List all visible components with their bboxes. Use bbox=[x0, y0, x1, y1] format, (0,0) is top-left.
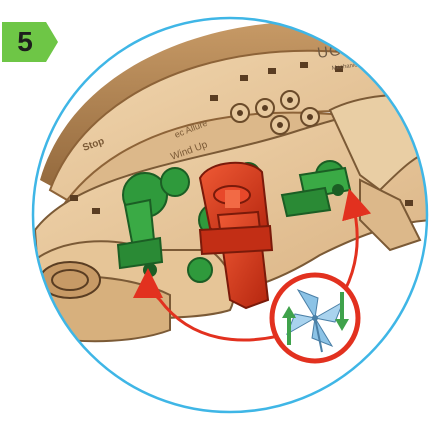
pinwheel-callout bbox=[272, 275, 358, 361]
step-badge: 5 bbox=[2, 22, 58, 62]
step-number: 5 bbox=[2, 22, 48, 62]
brand-name: UGEARS bbox=[316, 35, 387, 61]
